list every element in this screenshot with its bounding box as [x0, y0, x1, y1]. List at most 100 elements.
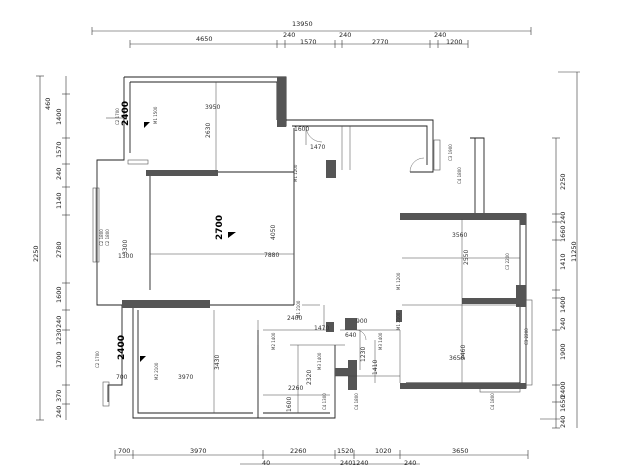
dim-right-1: 2250: [559, 173, 567, 190]
interior-dimensions: 3950 2630 1600 1470 3560 2550 4050 7880 …: [116, 104, 470, 412]
door-tag: M3 1400: [378, 332, 383, 350]
dim-int-16: 3970: [178, 374, 193, 381]
dim-top-6: 240: [434, 31, 446, 39]
solid-wall-fills: [122, 77, 526, 390]
window-tag: C3 2200: [524, 328, 529, 345]
corner-ticks: [106, 71, 580, 420]
door-tag: M1 1200: [293, 164, 298, 182]
dim-top-7: 1200: [446, 38, 463, 46]
dim-top-2: 240: [283, 31, 295, 39]
dim-int-6: 2550: [463, 250, 470, 265]
level-marker-icon: [140, 356, 146, 362]
dim-right-4: 1410: [559, 253, 567, 270]
dim-right-5: 11250: [570, 241, 578, 262]
dim-int-7: 4050: [270, 225, 277, 240]
dim-left-5: 1140: [55, 192, 63, 209]
dim-int-15: 3430: [214, 355, 221, 370]
dim-left-8: 240: [55, 316, 63, 328]
door-tag: M1 1500: [153, 106, 158, 124]
window-tag: C3 1900: [448, 144, 453, 161]
left-dimension-chain: [36, 75, 70, 421]
dim-int-19: 700: [116, 374, 128, 381]
dim-left-12: 240: [55, 406, 63, 418]
dim-int-10: 3300: [122, 240, 129, 255]
dim-left-11: 370: [55, 390, 63, 402]
window-tag: C2 1800: [99, 229, 104, 246]
ceiling-heights: 2400 2700 2400: [117, 101, 236, 362]
dim-left-6: 2780: [55, 241, 63, 258]
dim-int-2: 2630: [205, 123, 212, 138]
ceiling-height-bottom: 2400: [117, 335, 127, 360]
dim-int-23: 1410: [372, 360, 379, 375]
dim-left-3: 1570: [55, 141, 63, 158]
dim-bottom-2: 3970: [190, 447, 207, 455]
dim-left-9: 1230: [55, 328, 63, 345]
top-dimension-chain: [91, 27, 532, 48]
dim-right-9: 2400: [559, 381, 567, 398]
door-tag: M2 2100: [154, 362, 159, 380]
dim-int-21: 640: [345, 332, 357, 339]
dim-top-3: 1570: [300, 38, 317, 46]
dim-right-11: 240: [559, 416, 567, 428]
door-tag: M2 1400: [271, 332, 276, 350]
dim-int-4: 1470: [310, 144, 325, 151]
right-dimension-chain: [552, 72, 578, 429]
door-tag: M1 1200: [396, 272, 401, 290]
dim-int-20: 1600: [286, 397, 293, 412]
dim-int-18: 2320: [306, 370, 313, 385]
dim-int-14: 3650: [449, 355, 464, 362]
dim-top-4: 240: [339, 31, 351, 39]
dim-right-6: 1400: [559, 296, 567, 313]
dim-bottom-4: 1520: [337, 447, 354, 455]
dim-left-1: 460: [44, 98, 52, 110]
dim-right-8: 1900: [559, 343, 567, 360]
dim-right-3: 1660: [559, 225, 567, 242]
dim-bottom-10: 240: [404, 459, 416, 466]
dim-right-2: 240: [559, 212, 567, 224]
window-tag: C4 1800: [354, 393, 359, 410]
door-tag: M1 2100: [396, 312, 401, 330]
door-swings: [305, 125, 425, 341]
dim-left-7: 1600: [55, 286, 63, 303]
dim-int-12: 1470: [314, 325, 329, 332]
window-tag: C2 1800: [105, 229, 110, 246]
dim-int-5: 3560: [452, 232, 467, 239]
dim-right-10: 1650: [559, 395, 567, 412]
dim-int-1: 3950: [205, 104, 220, 111]
window-tag: C4 1300: [322, 393, 327, 410]
dim-left-4: 240: [55, 168, 63, 180]
window-tag: C2 1700: [115, 108, 120, 125]
dim-int-8: 7880: [264, 252, 279, 259]
right-dimension-text: 2250 240 1660 1410 11250 1400 240 1900 2…: [559, 173, 578, 428]
dim-overall-width: 13950: [292, 20, 313, 28]
exterior-walls: [96, 76, 527, 419]
left-dimension-text: 460 1400 1570 240 1140 2780 1600 240 123…: [32, 98, 63, 418]
dim-top-1: 4650: [196, 35, 213, 43]
dim-left-10: 1700: [55, 351, 63, 368]
dim-int-13: 2460: [460, 345, 467, 360]
dim-left-total: 2250: [32, 245, 40, 262]
level-marker-icon: [228, 232, 236, 238]
dim-bottom-7: 40: [262, 459, 270, 466]
dim-int-3: 1600: [294, 126, 309, 133]
dim-right-7: 240: [559, 318, 567, 330]
dim-bottom-8: 240: [340, 459, 352, 466]
dim-int-22: 900: [356, 318, 368, 325]
dim-int-17: 2260: [288, 385, 303, 392]
window-tag: C4 1800: [457, 167, 462, 184]
ceiling-height-top: 2400: [121, 101, 131, 126]
dim-bottom-9: 1240: [352, 459, 369, 466]
dim-bottom-6: 3650: [452, 447, 469, 455]
dim-int-9: 1300: [118, 253, 133, 260]
door-tag: M1 2100: [296, 300, 301, 318]
interior-lines: [150, 82, 520, 413]
door-tags: M1 1500 M1 1200 M1 1200 M1 2100 M1 2100 …: [153, 106, 401, 380]
window-tag: C4 1800: [490, 393, 495, 410]
dim-int-24: 1230: [360, 347, 367, 362]
dim-top-5: 2770: [372, 38, 389, 46]
door-tag: M3 1400: [317, 352, 322, 370]
windows: [92, 139, 533, 407]
window-tag: C3 2200: [505, 253, 510, 270]
window-tags: C2 1700 C2 1800 C2 1800 C3 1900 C4 1800 …: [95, 108, 529, 410]
